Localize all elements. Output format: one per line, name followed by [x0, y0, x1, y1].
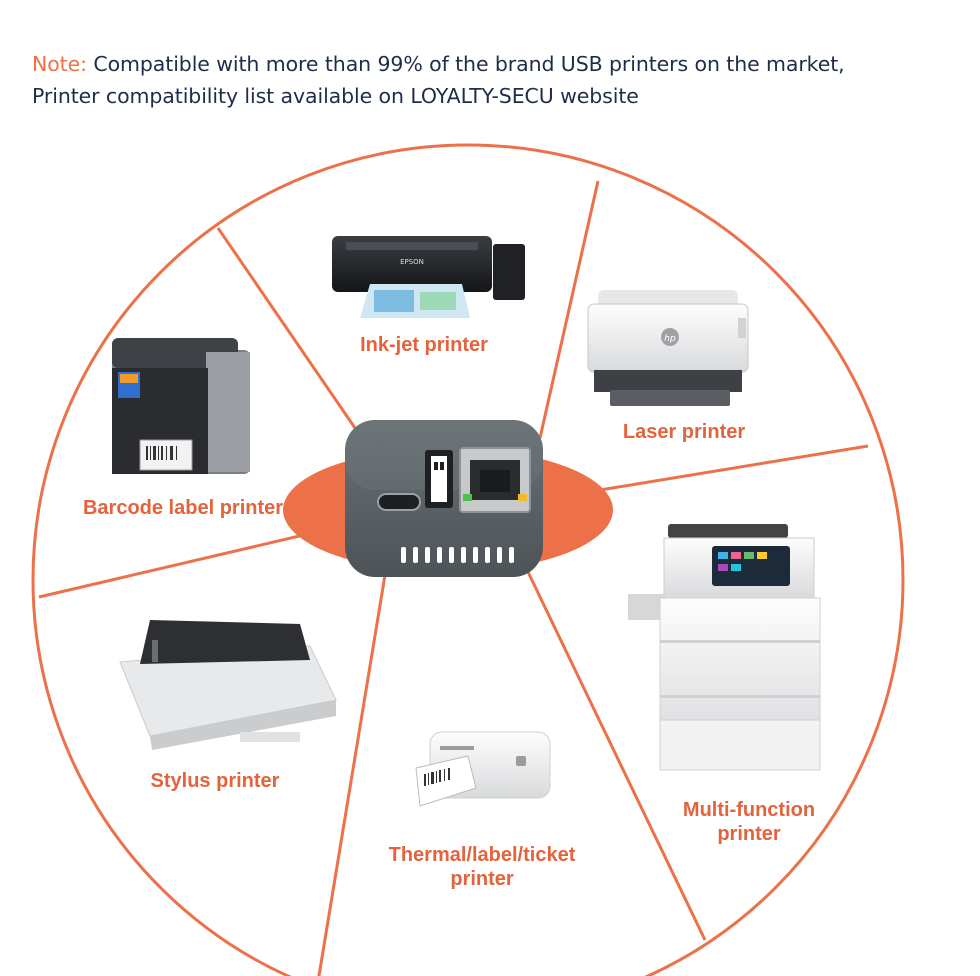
inkjet-printer-icon: EPSON — [332, 236, 525, 318]
label-thermal-line2: printer — [450, 868, 514, 890]
label-mfp-line1: Multi-function — [682, 799, 816, 821]
print-server-device-icon — [345, 420, 543, 577]
label-thermal-line1: Thermal/label/ticket — [388, 844, 576, 866]
stylus-printer-icon — [119, 620, 337, 750]
label-mfp: Multi-function printer — [683, 798, 815, 846]
note-line-2: Printer compatibility list available on … — [32, 84, 639, 108]
label-laser: Laser printer — [622, 421, 746, 443]
note-line-1: Note: Compatible with more than 99% of t… — [32, 48, 962, 80]
laser-printer-icon: hp — [587, 290, 749, 406]
inkjet-brand-text: EPSON — [400, 258, 424, 266]
label-inkjet: Ink-jet printer — [360, 334, 488, 356]
barcode-printer-icon — [112, 338, 250, 474]
label-mfp-line2: printer — [717, 823, 781, 845]
thermal-printer-icon — [415, 731, 551, 807]
label-stylus: Stylus printer — [150, 770, 280, 792]
wheel-outline — [31, 143, 905, 976]
label-thermal: Thermal/label/ticket printer — [389, 843, 576, 891]
compatibility-note: Note: Compatible with more than 99% of t… — [32, 48, 962, 112]
label-barcode: Barcode label printer — [82, 497, 284, 519]
multifunction-printer-icon — [628, 524, 821, 771]
laser-brand-text: hp — [664, 334, 676, 344]
note-text-1: Compatible with more than 99% of the bra… — [93, 52, 845, 76]
note-label: Note: — [32, 52, 87, 76]
